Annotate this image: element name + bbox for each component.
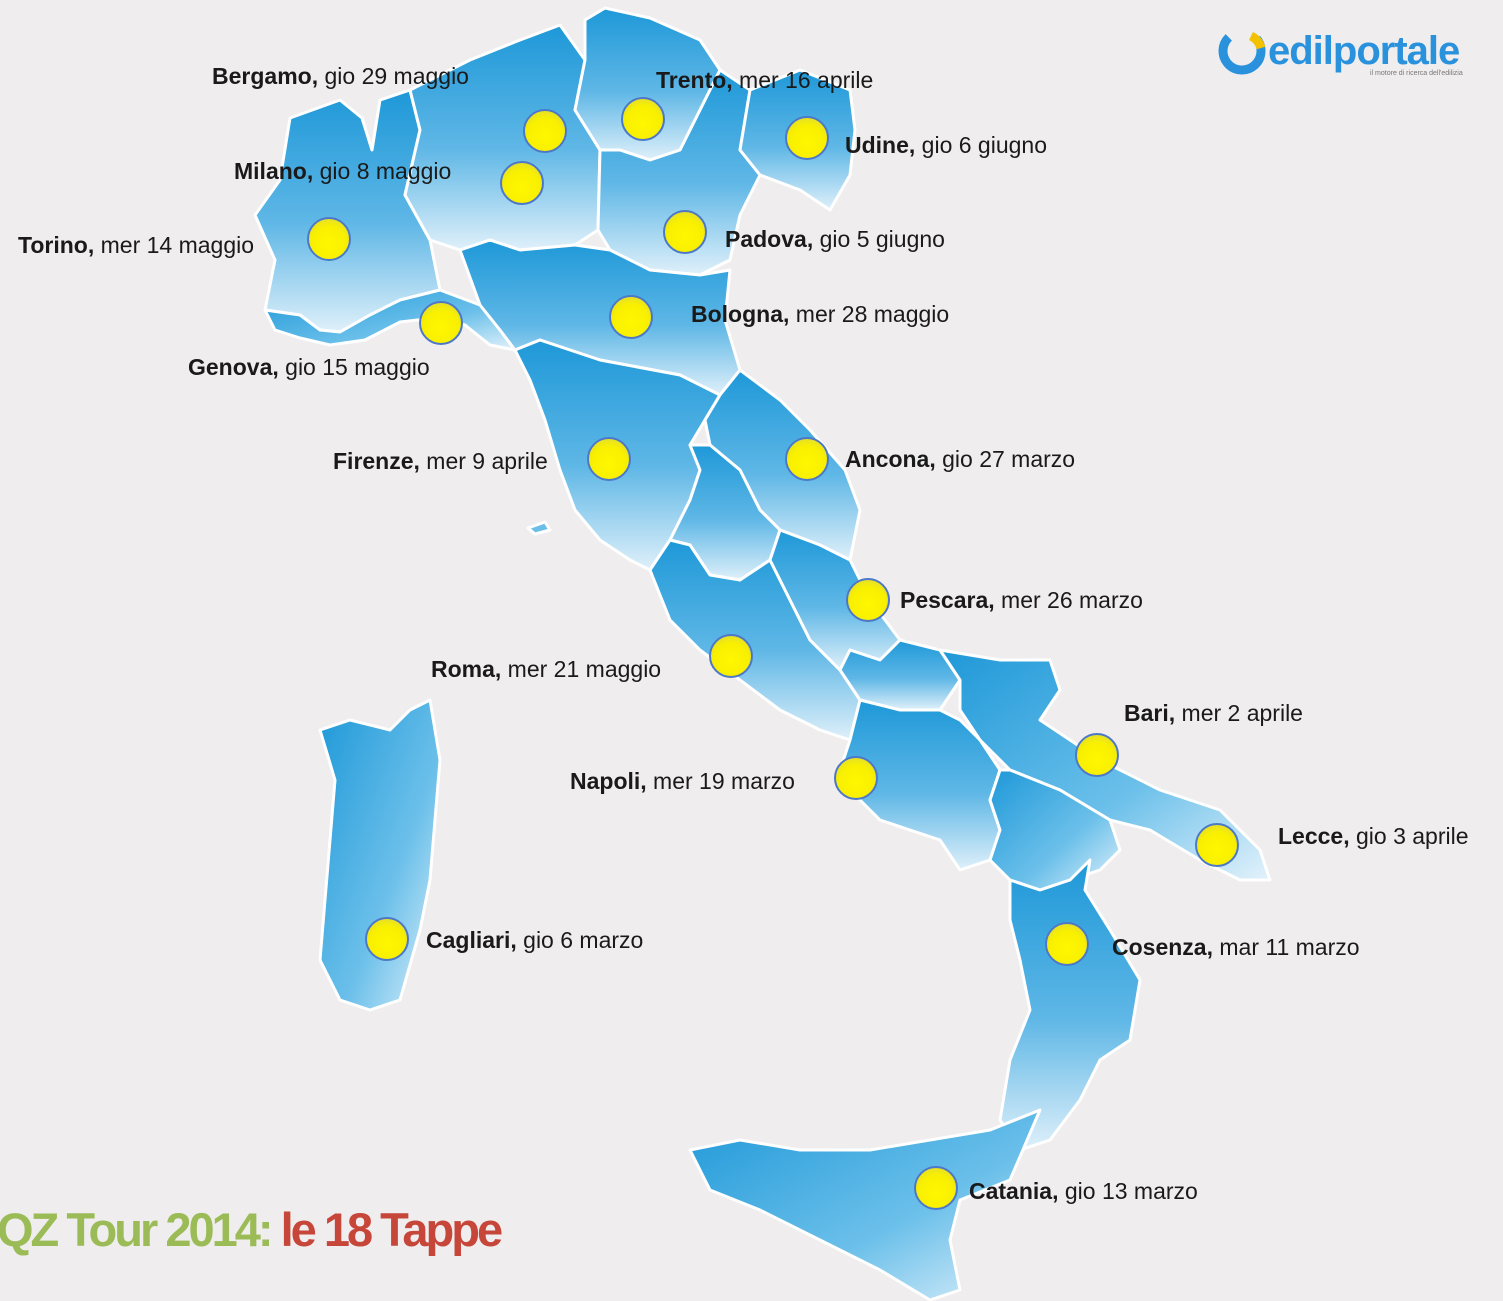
pin-bologna[interactable] <box>609 295 653 339</box>
title-part-1: QZ Tour 2014: <box>0 1203 281 1256</box>
label-catania: Catania, gio 13 marzo <box>969 1178 1198 1204</box>
region-lombardia <box>403 23 602 252</box>
pin-ancona[interactable] <box>785 437 829 481</box>
region-basilicata <box>988 768 1122 892</box>
label-padova: Padova, gio 5 giugno <box>725 226 945 252</box>
label-bari: Bari, mer 2 aprile <box>1124 700 1303 726</box>
label-milano: Milano, gio 8 maggio <box>234 158 452 184</box>
pin-udine[interactable] <box>785 116 829 160</box>
pin-pescara[interactable] <box>846 578 890 622</box>
brand-tagline: il motore di ricerca dell'edilizia <box>1370 70 1463 77</box>
label-firenze: Firenze, mer 9 aprile <box>333 448 548 474</box>
brand-name: edilportale <box>1268 29 1460 73</box>
label-napoli: Napoli, mer 19 marzo <box>570 768 795 794</box>
region-emilia <box>458 238 742 397</box>
label-torino: Torino, mer 14 maggio <box>18 232 255 258</box>
region-molise <box>838 638 962 712</box>
region-calabria <box>998 858 1142 1152</box>
label-ancona: Ancona, gio 27 marzo <box>845 446 1076 472</box>
pin-trento[interactable] <box>621 97 665 141</box>
pin-catania[interactable] <box>914 1166 958 1210</box>
pin-firenze[interactable] <box>587 437 631 481</box>
pin-genova[interactable] <box>419 301 463 345</box>
pin-bergamo[interactable] <box>523 109 567 153</box>
label-bergamo: Bergamo, gio 29 maggio <box>212 63 469 89</box>
pin-milano[interactable] <box>500 161 544 205</box>
title-part-2: le 18 Tappe <box>280 1203 504 1256</box>
pin-cosenza[interactable] <box>1045 922 1089 966</box>
pin-padova[interactable] <box>663 210 707 254</box>
region-sardegna <box>318 698 442 1012</box>
label-genova: Genova, gio 15 maggio <box>188 354 430 380</box>
label-bologna: Bologna, mer 28 maggio <box>691 301 950 327</box>
label-cosenza: Cosenza, mar 11 marzo <box>1112 934 1360 960</box>
edilportale-logo: edilportale il motore di ricerca dell'ed… <box>1218 26 1463 77</box>
label-lecce: Lecce, gio 3 aprile <box>1278 823 1469 849</box>
pin-napoli[interactable] <box>834 756 878 800</box>
pin-lecce[interactable] <box>1195 823 1239 867</box>
pin-torino[interactable] <box>307 217 351 261</box>
edilportale-logo-icon <box>1218 27 1266 75</box>
label-udine: Udine, gio 6 giugno <box>845 132 1048 158</box>
island-elba <box>526 520 552 536</box>
pin-bari[interactable] <box>1075 733 1119 777</box>
label-cagliari: Cagliari, gio 6 marzo <box>426 927 644 953</box>
pin-roma[interactable] <box>709 634 753 678</box>
page-title: QZ Tour 2014: le 18 Tappe <box>0 1203 504 1256</box>
label-pescara: Pescara, mer 26 marzo <box>900 587 1143 613</box>
label-trento: Trento, mer 16 aprile <box>656 67 874 93</box>
label-roma: Roma, mer 21 maggio <box>431 656 662 682</box>
region-sicilia <box>688 1108 1042 1301</box>
pin-cagliari[interactable] <box>365 917 409 961</box>
